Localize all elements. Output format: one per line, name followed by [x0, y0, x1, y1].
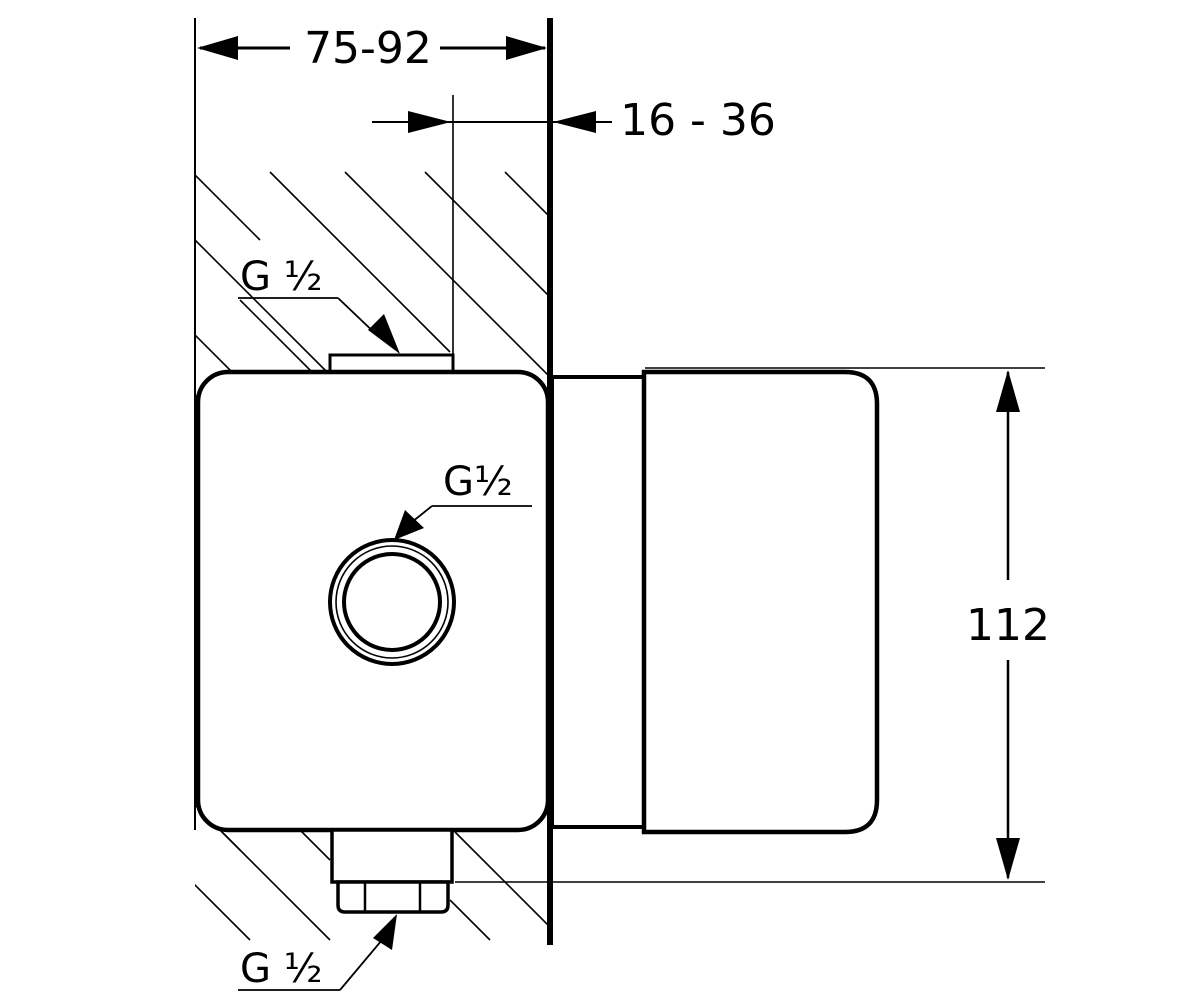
callout-arrow-front: [394, 510, 424, 540]
dimension-label-height: 112: [966, 600, 1050, 651]
dimension-arrow-height-bottom: [996, 838, 1020, 880]
dimension-arrow-left: [197, 36, 238, 60]
dimension-arrow-right: [506, 36, 547, 60]
callout-front-connection: [411, 505, 532, 523]
dimension-label-wall-offset: 16 - 36: [620, 95, 776, 146]
wall-hatching: [195, 171, 548, 941]
callout-label-bottom: G ½: [240, 946, 322, 992]
front-outlet-mid-ring: [335, 545, 449, 659]
dimension-label-total-depth: 75-92: [304, 23, 432, 74]
callout-label-top: G ½: [240, 254, 322, 300]
cover-neck: [550, 375, 646, 829]
bottom-outlet-nut: [336, 880, 450, 914]
dimension-arrow-height-top: [996, 370, 1020, 412]
front-outlet-inner-ring: [342, 552, 442, 652]
dimension-arrow-wall-offset-right: [553, 111, 596, 133]
callout-arrow-bottom: [373, 914, 397, 950]
callout-arrow-top: [368, 314, 400, 354]
callout-bottom-connection: [238, 939, 383, 991]
cover-cap: [641, 369, 880, 835]
bottom-outlet-pipe: [330, 828, 454, 884]
callout-label-front: G½: [443, 459, 513, 505]
dimension-arrow-wall-offset-left: [408, 111, 451, 133]
dimension-height-extension-lines: [455, 367, 1045, 883]
